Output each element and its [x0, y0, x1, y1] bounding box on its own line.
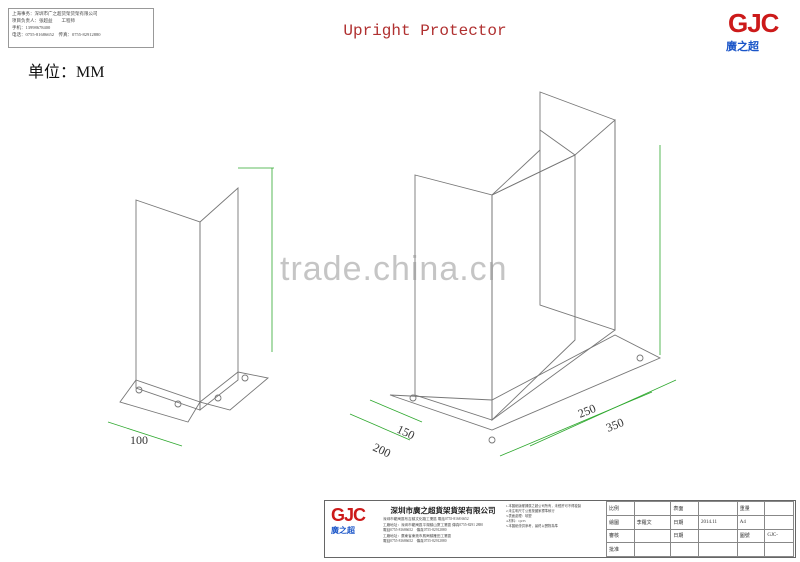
u-base-plate [389, 334, 662, 431]
title-block-address: 深圳市龍崗區布吉鎮文化路工業區 電話0755-8168 6652 工廠地址：深圳… [383, 517, 503, 545]
logo-company-cn: 廣之超 [726, 40, 759, 53]
grid-cell: GJC- [764, 528, 794, 544]
grid-cell: 日期 [670, 514, 699, 530]
grid-cell: 批准 [606, 542, 635, 557]
grid-cell [633, 528, 672, 544]
note-line: 5.本圖紙僅供參考，最終以實物為準 [506, 524, 558, 528]
grid-cell [633, 501, 672, 516]
grid-cell: 表面 [670, 501, 699, 516]
grid-cell: 重量 [736, 501, 766, 516]
grid-cell: 審核 [606, 528, 635, 544]
title-block-grid: 比例 表面 重量 繪圖 李羅文 日期 2014.11 A4 審核 日期 圖號 [606, 501, 794, 557]
logo-company-cn: 廣之超 [331, 526, 355, 535]
grid-cell: 2014.11 [697, 514, 738, 530]
drawing-title: Upright Protector [343, 22, 507, 40]
grid-cell [764, 501, 794, 516]
grid-cell [764, 514, 794, 530]
watermark: trade.china.cn [280, 250, 508, 288]
right-panel [199, 186, 239, 411]
u-right-wall [539, 91, 616, 331]
grid-cell: 日期 [670, 528, 699, 544]
title-block-company: 深圳市廣之超貨架貨架有限公司 [390, 506, 496, 515]
title-block-logo: GJC 廣之超 [329, 505, 379, 553]
grid-cell: A4 [736, 514, 766, 530]
bolt-hole [214, 394, 222, 402]
bolt-hole [488, 436, 496, 444]
u-front-panel [491, 119, 616, 421]
title-block-notes: 1.本圖紙版權歸廣之超公司所有，未經許可不得複製 2.未注明尺寸公差按國家標準執… [506, 504, 602, 529]
bolt-hole [174, 400, 182, 408]
grid-cell [670, 542, 699, 557]
info-line: 电话：0755-81686652 传真：0755-82912880 [12, 32, 101, 37]
dim-150: 150 [395, 422, 417, 442]
note-line: 2.未注明尺寸公差按國家標準執行 [506, 509, 555, 513]
bolt-hole [409, 394, 417, 402]
address-line: 工廠地址：深圳市龍崗區平湖鎮山廈工業區 傳真0755-8291 2880 [383, 522, 484, 527]
grid-cell [697, 542, 738, 557]
company-info-box: 上海事务：深圳市广之超货架货架有限公司 项目负责人：张超益 工程师 手机：139… [8, 8, 154, 48]
bolt-hole [636, 354, 644, 362]
grid-cell [697, 501, 738, 516]
address-line: 深圳市龍崗區布吉鎮文化路工業區 電話0755-8168 6652 [383, 517, 469, 521]
grid-cell [633, 542, 672, 557]
bolt-hole [135, 386, 143, 394]
grid-cell: 比例 [606, 501, 635, 516]
bolt-hole [241, 374, 249, 382]
note-line: 1.本圖紙版權歸廣之超公司所有，未經許可不得複製 [506, 504, 582, 508]
dim-200: 200 [371, 440, 393, 460]
address-line: 電話0755-81686652 傳真0755-82912880 [383, 539, 447, 543]
grid-cell: 李羅文 [633, 514, 672, 530]
brand-logo: GJC 廣之超 [722, 8, 790, 53]
left-base-plate [119, 379, 201, 423]
title-block: GJC 廣之超 深圳市廣之超貨架貨架有限公司 深圳市龍崗區布吉鎮文化路工業區 電… [324, 500, 796, 558]
grid-cell [764, 542, 794, 557]
dim-100: 100 [130, 433, 148, 447]
grid-cell [736, 542, 766, 557]
info-line: 手机：13998678400 [12, 25, 51, 30]
right-base-plate [199, 371, 270, 411]
back-left-wall [414, 174, 493, 421]
note-line: 3.表面處理：噴塑 [506, 514, 532, 518]
dim-250: 250 [576, 401, 598, 421]
info-line: 上海事务：深圳市广之超货架货架有限公司 [12, 11, 98, 16]
grid-cell: 繪圖 [606, 514, 635, 530]
dim-350: 350 [604, 415, 626, 435]
info-line: 项目负责人：张超益 工程师 [12, 18, 75, 23]
unit-label: 单位：MM [28, 64, 105, 81]
logo-mark: GJC [728, 8, 779, 38]
grid-cell: 圖號 [736, 528, 766, 544]
address-line: 電話0755-81686652 傳真0755-82912880 [383, 528, 447, 532]
address-line: 工廠地址：廣東省東莞市鳳崗鎮雁田工業區 [383, 533, 452, 538]
grid-cell [697, 528, 738, 544]
logo-mark: GJC [331, 505, 366, 525]
note-line: 4.材料：Q235 [506, 519, 526, 523]
left-panel [135, 199, 201, 411]
